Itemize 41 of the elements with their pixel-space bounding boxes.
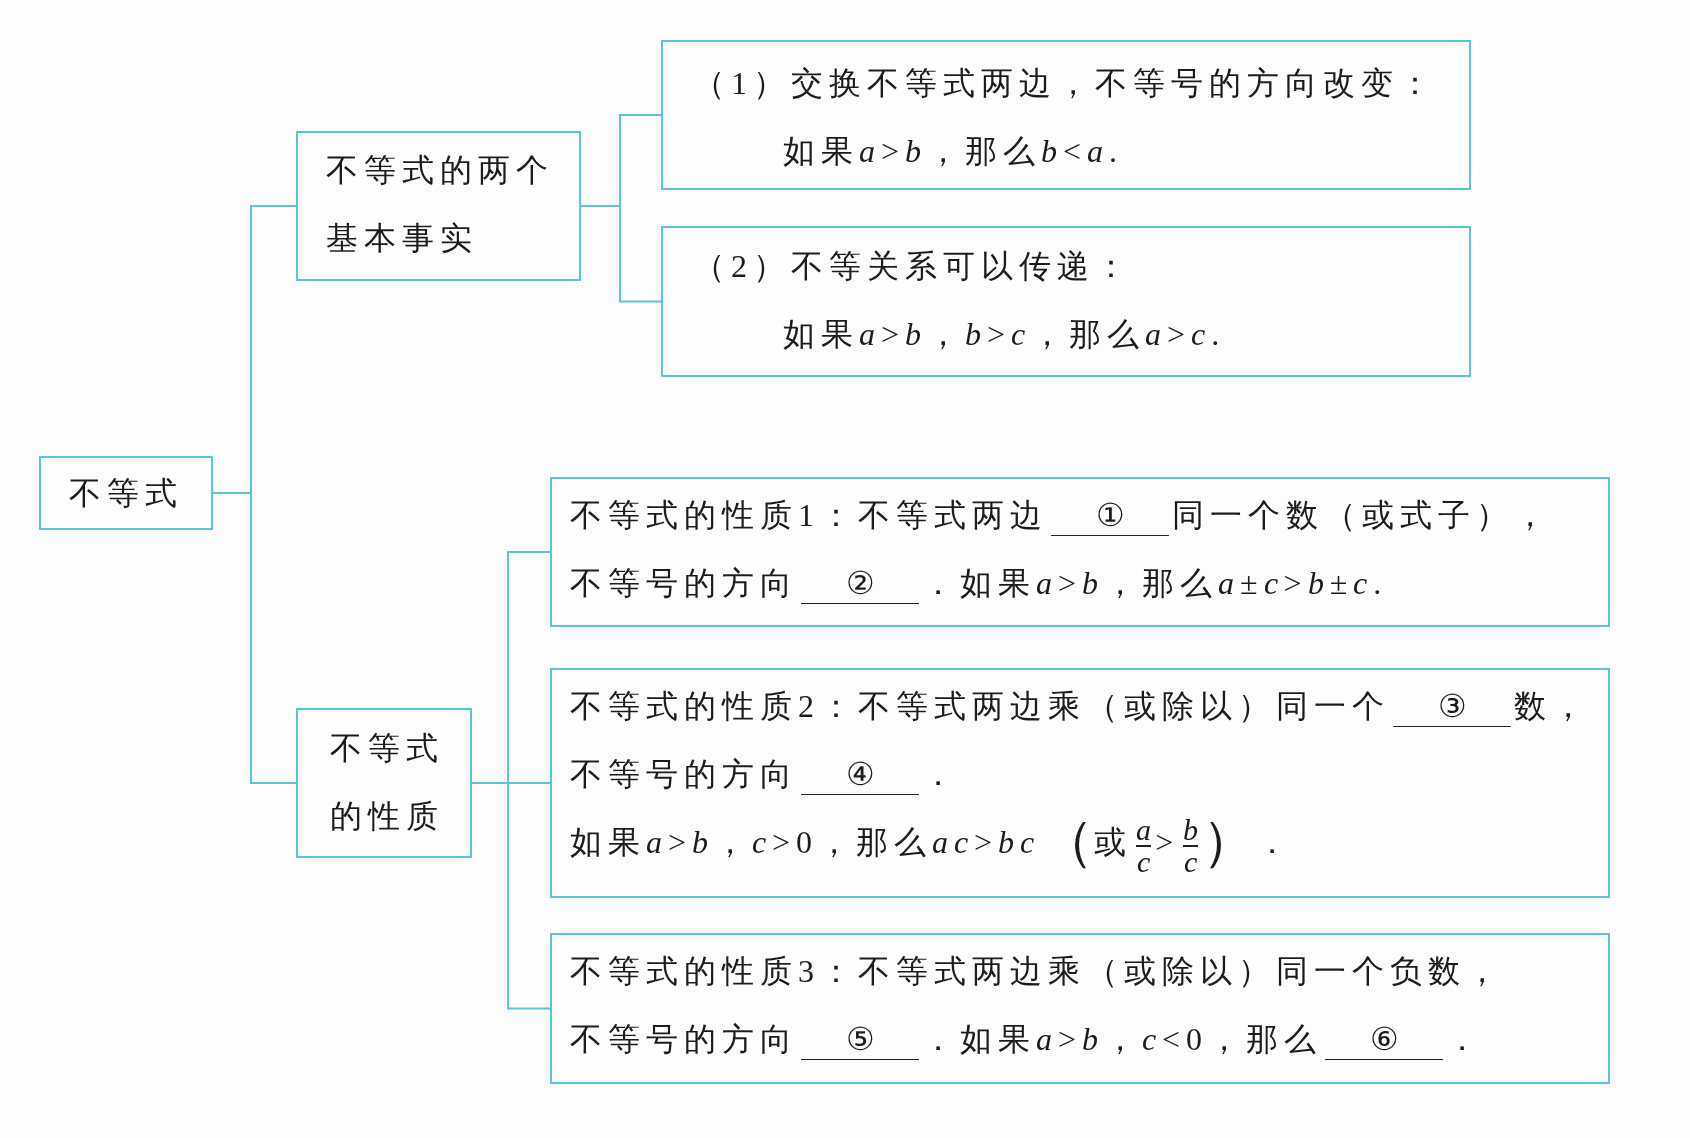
fill-in-line: ③ [1393, 686, 1511, 727]
rule-text: 数， [1514, 688, 1590, 724]
rule-text: （1）交换不等式两边，不等号的方向改变： [693, 65, 1437, 101]
rule-text: 或 [1094, 824, 1133, 860]
rule-text: 如果a>b，那么b<a. [783, 133, 1124, 169]
connector-line [471, 782, 551, 1010]
fill-in-line: ⑤ [801, 1019, 919, 1060]
fill-in-line: ⑥ [1325, 1019, 1444, 1060]
fraction-denominator: c [1184, 846, 1198, 877]
rule-text: ． [1446, 1021, 1485, 1057]
rule-text: 如果a>b，c>0，那么ac>bc [570, 824, 1041, 860]
rule-text: 如果a>b，b>c，那么a>c. [783, 316, 1226, 352]
parenthesis: （ [1040, 811, 1095, 871]
fill-in-line: ② [801, 563, 919, 604]
rule-text: > [1155, 824, 1180, 860]
rule-text: 不等式的性质3：不等式两边乘（或除以）同一个负数， [570, 953, 1504, 989]
fraction-numerator: a [1136, 814, 1152, 845]
parenthesis: ） [1202, 811, 1257, 871]
category-text: 不等式的性质 [330, 730, 444, 834]
rule-text: ． [922, 756, 960, 792]
category-box [296, 708, 472, 858]
connector-line [212, 492, 297, 784]
fill-in-line: ① [1051, 495, 1169, 536]
rule-text: ． [1256, 824, 1295, 860]
rule-text: 不等号的方向 [570, 565, 798, 601]
rule-text: 不等号的方向 [570, 756, 798, 792]
fraction-numerator: b [1183, 814, 1199, 845]
topic-box [39, 456, 213, 530]
rule-text: （2）不等关系可以传递： [693, 248, 1133, 284]
connector-line [580, 205, 662, 303]
rule-text: 不等式的性质2：不等式两边乘（或除以）同一个 [570, 688, 1390, 724]
category-text: 不等式的两个基本事实 [326, 152, 554, 256]
rule-text: 不等号的方向 [570, 1021, 798, 1057]
rule-text: 不等式的性质1：不等式两边 [570, 497, 1048, 533]
category-box [296, 131, 581, 281]
fill-in-line: ④ [801, 754, 919, 795]
topic-text: 不等式 [69, 475, 183, 511]
rule-text: ．如果a>b，c<0，那么 [922, 1021, 1323, 1057]
rule-text: ．如果a>b，那么a±c>b±c. [922, 565, 1388, 601]
rule-text: 同一个数（或式子）， [1172, 497, 1552, 533]
fraction-denominator: c [1137, 846, 1151, 877]
